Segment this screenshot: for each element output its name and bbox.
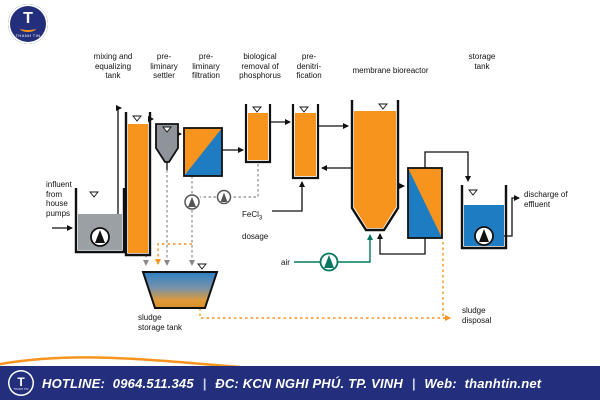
footer-logo-letter: T (17, 374, 25, 389)
discharge-label: discharge of effluent (524, 190, 568, 209)
sludge-pump (216, 189, 232, 205)
hotline-label: HOTLINE: (42, 375, 105, 391)
footer-swoosh-decoration (0, 356, 241, 369)
sludge-disposal-lines (155, 242, 451, 321)
sludge-disposal-label: sludge disposal (462, 306, 492, 325)
separator-icon: | (202, 375, 207, 391)
logo-swoosh-icon (20, 25, 36, 32)
stage-label-phosphorus-removal: biological removal of phosphorus (239, 52, 281, 81)
membrane-bioreactor-vessel (350, 100, 400, 232)
footer-contact-line: HOTLINE: 0964.511.345 | ĐC: KCN NGHI PHÚ… (42, 376, 541, 391)
stage-label-preliminary-filtration: pre- liminary filtration (191, 52, 220, 81)
stage-label-storage-tank: storage tank (468, 52, 496, 71)
influent-pump (90, 227, 110, 247)
preliminary-settler (155, 123, 179, 163)
web-url: thanhtin.net (464, 375, 542, 391)
water-level-icon (89, 103, 478, 270)
air-line (294, 234, 373, 263)
company-logo: T THANH TIN (8, 4, 48, 44)
hotline-number: 0964.511.345 (112, 375, 194, 391)
phosphorus-removal-tank (244, 104, 272, 164)
preliminary-filtration-unit (183, 127, 223, 177)
effluent-pump (474, 226, 494, 246)
sludge-storage-tank (141, 271, 219, 309)
fecl3-dosage-word: dosage (242, 231, 269, 241)
stage-label-pre-denitrification: pre- denitri- fication (296, 52, 322, 81)
secondary-filtration-unit (407, 167, 443, 239)
stage-label-mixing-tank: mixing and equalizing tank (93, 52, 133, 81)
air-label: air (281, 258, 290, 267)
sludge-pump (184, 194, 200, 210)
pre-denitrification-tank (291, 104, 320, 180)
logo-company-name: THANH TIN (15, 32, 41, 38)
address-text: ĐC: KCN NGHI PHÚ. TP. VINH (215, 375, 403, 391)
influent-label: influent from house pumps (46, 180, 72, 218)
web-label: Web: (424, 375, 457, 391)
footer-banner: T THANH TIN HOTLINE: 0964.511.345 | ĐC: … (0, 366, 600, 400)
sludge-storage-label: sludge storage tank (138, 313, 183, 332)
mixing-equalizing-tank (124, 112, 152, 257)
stage-label-membrane-bioreactor: membrane bioreactor (352, 66, 429, 75)
logo-letter: T (23, 9, 33, 27)
stage-label-preliminary-settler: pre- liminary settler (150, 52, 178, 81)
fecl3-formula: FeCl3 (242, 209, 263, 222)
fecl3-dosage-label: FeCl3 dosage (242, 200, 286, 251)
air-blower (319, 252, 339, 272)
footer-logo-company: THANH TIN (13, 387, 29, 391)
separator-icon: | (411, 375, 416, 391)
footer-logo: T THANH TIN (8, 370, 34, 396)
